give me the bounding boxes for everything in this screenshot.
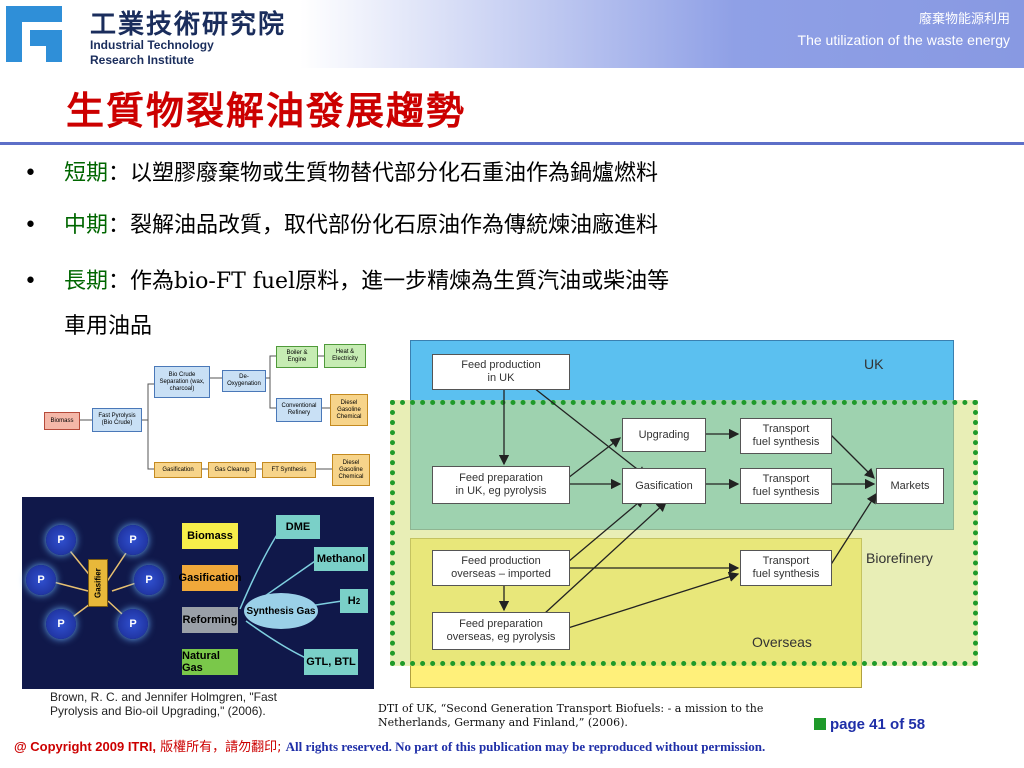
bullet-short-term: • 短期：以塑膠廢棄物或生質物替代部分化石重油作為鍋爐燃料 [24, 158, 1004, 190]
box-feed-production-uk-line1: Feed production [461, 359, 541, 371]
plant-node-4: P [134, 565, 164, 595]
page-indicator: page 41 of 58 [814, 716, 925, 733]
product-gtl-btl: GTL, BTL [304, 649, 358, 675]
process-gas-cleanup: Gas Cleanup [208, 462, 256, 478]
process-gasification: Gasification [154, 462, 202, 478]
gasifier-synthesis-diagram: P P P P P P Gasifier Biomass Gasificatio… [22, 497, 374, 689]
flow-synthesis-gas: Synthesis Gas [244, 593, 318, 629]
title-divider [0, 142, 1024, 145]
flow-biomass: Biomass [182, 523, 238, 549]
bullet-symbol: • [24, 161, 37, 186]
flow-gasification: Gasification [179, 565, 241, 591]
topic-english: The utilization of the waste energy [797, 32, 1010, 48]
box-transport-fuel-2-line1: Transport [762, 473, 810, 485]
product-h2-subscript: 2 [355, 596, 361, 606]
bullet-text: ：作為bio-FT fuel原料，進一步精煉為生質汽油或柴油等 [108, 269, 670, 294]
org-name-english: Industrial Technology Research Institute [90, 38, 214, 68]
right-figure-caption: DTI of UK, “Second Generation Transport … [378, 702, 808, 730]
process-biomass: Biomass [44, 412, 80, 430]
plant-node-1: P [46, 525, 76, 555]
box-transport-fuel-3-line2: fuel synthesis [752, 568, 820, 580]
topic-chinese: 廢棄物能源利用 [918, 12, 1010, 27]
org-name-chinese: 工業技術研究院 [90, 10, 287, 40]
process-de-oxygenation: De-Oxygenation [222, 370, 266, 392]
box-upgrading: Upgrading [622, 418, 706, 452]
bullet-term: 短期 [64, 161, 109, 186]
left-caption-line1: Brown, R. C. and Jennifer Holmgren, "Fas… [50, 690, 278, 704]
plant-node-2: P [118, 525, 148, 555]
label-overseas: Overseas [752, 634, 812, 650]
box-feed-preparation-overseas-line1: Feed preparation [459, 618, 543, 630]
box-feed-preparation-overseas-line2: overseas, eg pyrolysis [446, 631, 556, 643]
process-conventional-refinery: Conventional Refinery [276, 398, 322, 422]
footer-rights-cn: 版權所有，請勿翻印; [160, 740, 282, 755]
bullet-mid-term: • 中期：裂解油品改質，取代部份化石原油作為傳統煉油廠進料 [24, 210, 1004, 242]
bullet-symbol: • [24, 213, 37, 238]
box-feed-production-uk-line2: in UK [487, 372, 515, 384]
process-products-top: Diesel Gasoline Chemical [330, 394, 368, 426]
org-name-english-line1: Industrial Technology [90, 38, 214, 52]
box-markets: Markets [876, 468, 944, 504]
right-caption-line1: DTI of UK, “Second Generation Transport … [378, 702, 764, 715]
right-caption-line2: Netherlands, Germany and Finland,” (2006… [378, 716, 628, 729]
bullet-long-term: • 長期：作為bio-FT fuel原料，進一步精煉為生質汽油或柴油等 [24, 266, 1004, 298]
box-feed-preparation-uk-line2: in UK, eg pyrolysis [455, 485, 547, 497]
process-boiler-engine: Boiler & Engine [276, 346, 318, 368]
process-products-bottom: Diesel Gasoline Chemical [332, 454, 370, 486]
product-h2-label: H [347, 595, 356, 607]
bullet-term: 長期 [64, 269, 109, 294]
box-gasification: Gasification [622, 468, 706, 504]
bullet-term: 中期 [64, 213, 109, 238]
box-transport-fuel-2-line2: fuel synthesis [752, 486, 820, 498]
org-name-english-line2: Research Institute [90, 53, 195, 67]
plant-node-6: P [118, 609, 148, 639]
gasifier-unit: Gasifier [88, 559, 108, 607]
box-feed-production-overseas-line2: overseas – imported [451, 568, 551, 580]
bullet-text: ：以塑膠廢棄物或生質物替代部分化石重油作為鍋爐燃料 [108, 161, 659, 186]
box-transport-fuel-1-line1: Transport [762, 423, 810, 435]
process-ft-synthesis: FT Synthesis [262, 462, 316, 478]
box-transport-fuel-1-line2: fuel synthesis [752, 436, 820, 448]
page-indicator-text: page 41 of 58 [830, 716, 926, 733]
left-caption-line2: Pyrolysis and Bio-oil Upgrading," (2006)… [50, 704, 266, 718]
footer: @ Copyright 2009 ITRI, 版權所有，請勿翻印; All ri… [0, 736, 1024, 758]
label-biorefinery: Biorefinery [866, 550, 933, 566]
pyrolysis-process-diagram: Biomass Fast Pyrolysis (Bio Crude) Bio C… [44, 338, 374, 488]
process-connectors [78, 355, 332, 470]
page-square-icon [814, 718, 826, 730]
product-dme: DME [276, 515, 320, 539]
box-feed-production-overseas-line1: Feed production [461, 555, 541, 567]
header-gradient [300, 0, 1024, 68]
plant-node-3: P [26, 565, 56, 595]
process-fast-pyrolysis: Fast Pyrolysis (Bio Crude) [92, 408, 142, 432]
footer-copyright: @ Copyright 2009 ITRI, [14, 739, 156, 754]
bullet-long-term-continuation: 車用油品 [64, 314, 153, 339]
product-methanol: Methanol [314, 547, 368, 571]
process-heat-electricity: Heat & Electricity [324, 344, 366, 368]
box-transport-fuel-3-line1: Transport [762, 555, 810, 567]
itri-logo-icon [0, 0, 68, 68]
label-uk: UK [864, 356, 884, 372]
plant-node-5: P [46, 609, 76, 639]
dti-arrows [498, 387, 877, 629]
bullet-symbol: • [24, 269, 37, 294]
bullet-text: ：裂解油品改質，取代部份化石原油作為傳統煉油廠進料 [108, 213, 659, 238]
process-bio-crude-separation: Bio Crude Separation (wax, charcoal) [154, 366, 210, 398]
left-figure-caption: Brown, R. C. and Jennifer Holmgren, "Fas… [50, 690, 370, 718]
flow-reforming: Reforming [182, 607, 238, 633]
footer-rights-en: All rights reserved. No part of this pub… [285, 739, 766, 754]
flow-natural-gas: Natural Gas [182, 649, 238, 675]
slide-title: 生質物裂解油發展趨勢 [66, 88, 467, 133]
box-feed-preparation-uk-line1: Feed preparation [459, 472, 543, 484]
